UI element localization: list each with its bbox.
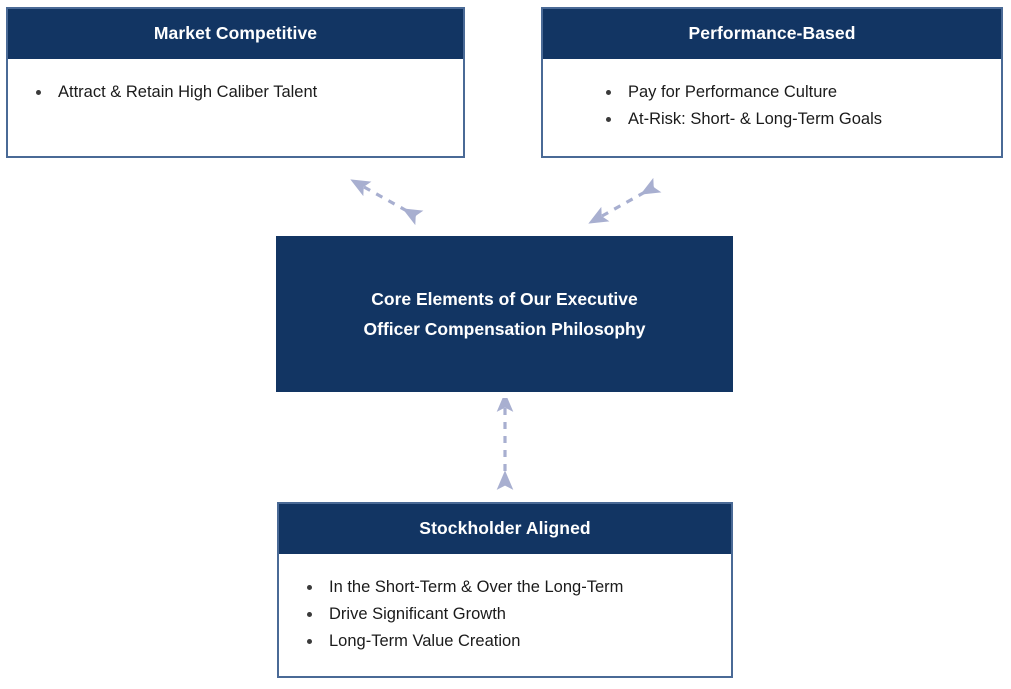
card-market-competitive: Market Competitive Attract & Retain High…: [6, 7, 465, 158]
card-stockholder-aligned: Stockholder Aligned In the Short-Term & …: [277, 502, 733, 678]
connector-core-to-stockholder-aligned-icon: [496, 398, 514, 490]
bullet-list-stockholder-aligned: In the Short-Term & Over the Long-Term D…: [307, 576, 731, 653]
list-item-label: Drive Significant Growth: [329, 605, 506, 623]
card-core-elements: Core Elements of Our Executive Officer C…: [276, 236, 733, 392]
card-body-performance-based: Pay for Performance Culture At-Risk: Sho…: [543, 59, 1001, 156]
list-item: Pay for Performance Culture: [606, 81, 1001, 104]
bullet-dot-icon: [307, 639, 312, 644]
list-item-label: Long-Term Value Creation: [329, 632, 521, 650]
list-item: At-Risk: Short- & Long-Term Goals: [606, 108, 1001, 131]
bullet-dot-icon: [307, 585, 312, 590]
card-body-market-competitive: Attract & Retain High Caliber Talent: [8, 59, 463, 156]
bullet-dot-icon: [307, 612, 312, 617]
card-header-performance-based: Performance-Based: [543, 9, 1001, 59]
list-item: Attract & Retain High Caliber Talent: [36, 81, 463, 104]
list-item: Long-Term Value Creation: [307, 630, 731, 653]
core-elements-title-line-1: Core Elements of Our Executive: [371, 289, 638, 309]
bullet-list-market-competitive: Attract & Retain High Caliber Talent: [36, 81, 463, 104]
list-item-label: Pay for Performance Culture: [628, 83, 838, 101]
core-elements-title: Core Elements of Our Executive Officer C…: [364, 284, 646, 344]
card-header-market-competitive: Market Competitive: [8, 9, 463, 59]
connector-core-to-market-competitive-icon: [350, 179, 424, 226]
connector-core-to-performance-based-icon: [588, 177, 662, 224]
bullet-dot-icon: [606, 117, 611, 122]
card-body-stockholder-aligned: In the Short-Term & Over the Long-Term D…: [279, 554, 731, 676]
list-item: In the Short-Term & Over the Long-Term: [307, 576, 731, 599]
bullet-dot-icon: [606, 90, 611, 95]
bullet-dot-icon: [36, 90, 41, 95]
card-header-stockholder-aligned: Stockholder Aligned: [279, 504, 731, 554]
list-item-label: At-Risk: Short- & Long-Term Goals: [628, 110, 882, 128]
list-item-label: In the Short-Term & Over the Long-Term: [329, 578, 624, 596]
card-performance-based: Performance-Based Pay for Performance Cu…: [541, 7, 1003, 158]
core-elements-title-line-2: Officer Compensation Philosophy: [363, 319, 646, 339]
list-item: Drive Significant Growth: [307, 603, 731, 626]
bullet-list-performance-based: Pay for Performance Culture At-Risk: Sho…: [606, 81, 1001, 131]
list-item-label: Attract & Retain High Caliber Talent: [58, 83, 318, 101]
